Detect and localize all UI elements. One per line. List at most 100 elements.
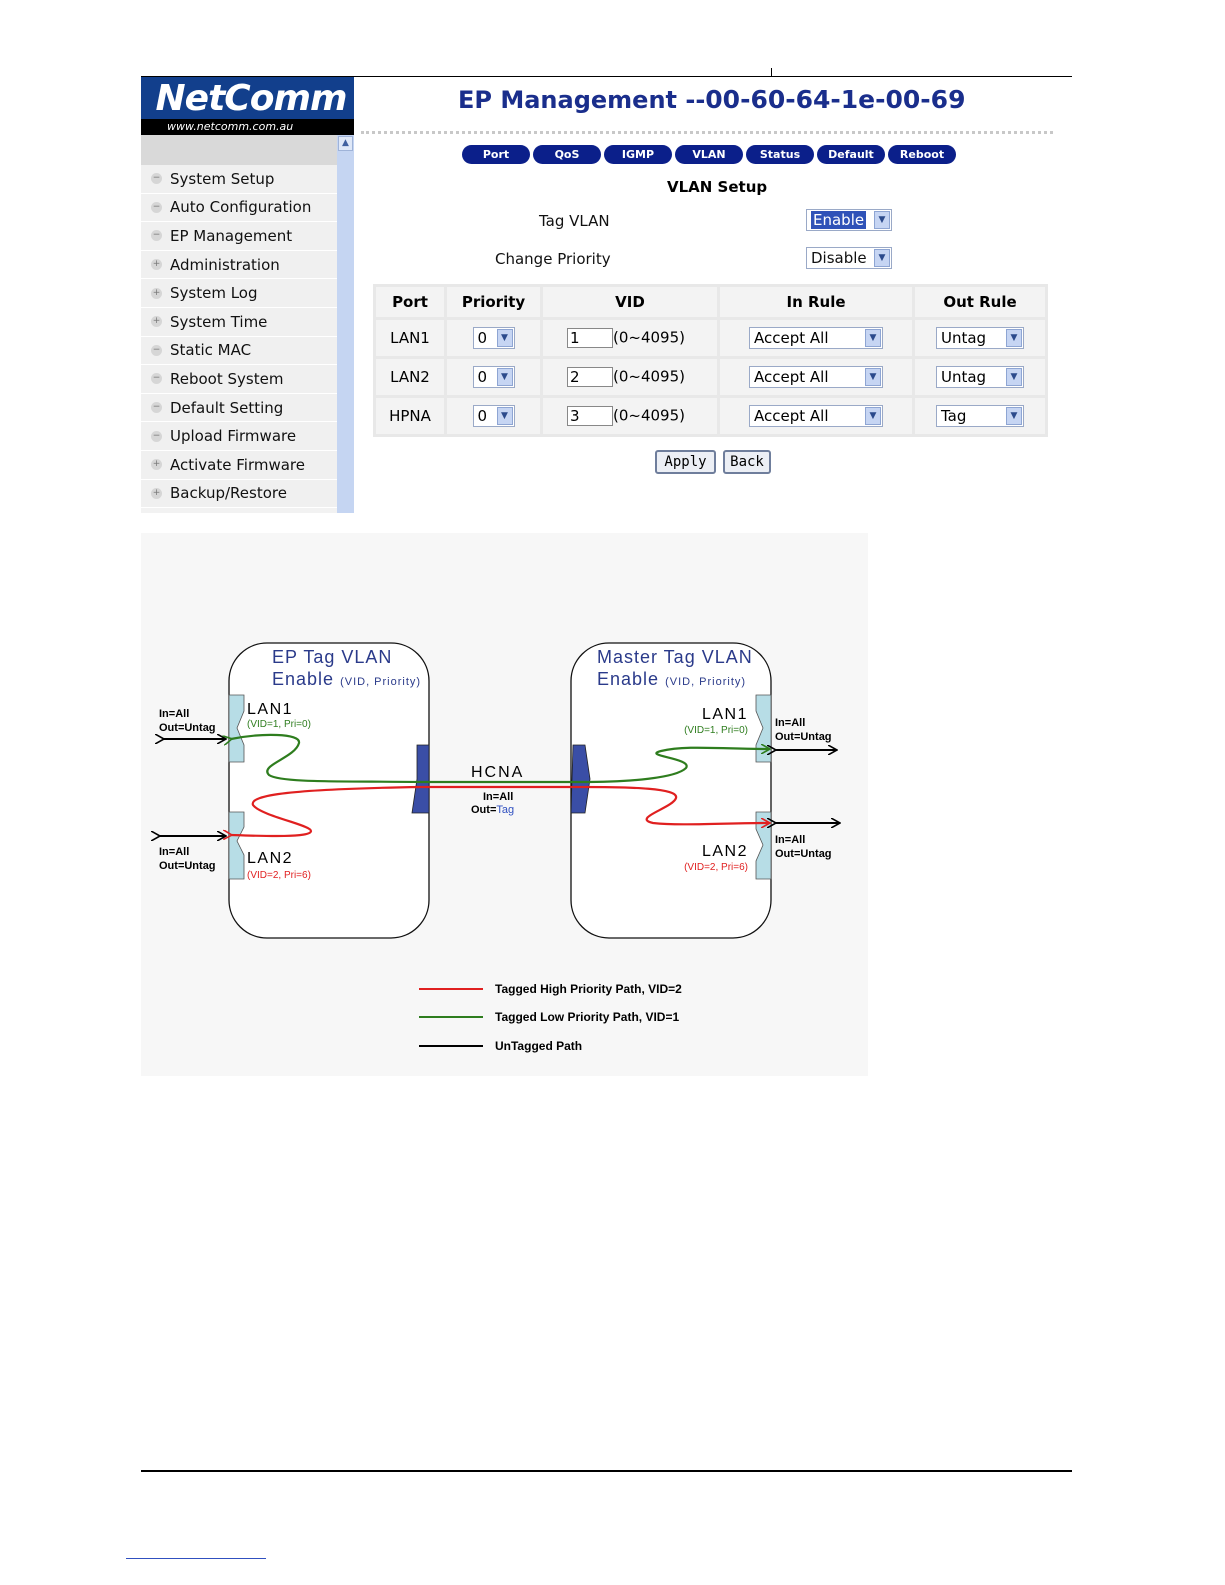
chevron-down-icon: ▼ [874, 249, 890, 267]
expand-icon: + [151, 487, 162, 499]
column-header-vid: VID [543, 287, 717, 317]
in-rule-cell: Accept All ▼ [720, 359, 912, 395]
out-rule-select[interactable]: Untag▼ [936, 327, 1024, 349]
sidebar-scrollbar[interactable]: ▲ [337, 135, 354, 513]
collapse-icon: − [151, 201, 162, 213]
tab-reboot[interactable]: Reboot [888, 145, 956, 164]
sidebar-item-activate-firmware[interactable]: +Activate Firmware [141, 450, 337, 480]
back-button[interactable]: Back [723, 450, 771, 474]
vid-range: (0~4095) [613, 406, 685, 425]
in-rule-value: Accept All [754, 407, 829, 425]
section-heading: VLAN Setup [667, 178, 768, 196]
in-rule-value: Accept All [754, 368, 829, 386]
vid-input[interactable]: 3 [567, 406, 613, 426]
tag-vlan-select[interactable]: Enable ▼ [806, 209, 892, 231]
sidebar-item-reboot-system[interactable]: −Reboot System [141, 365, 337, 394]
sidebar-item-default-setting[interactable]: −Default Setting [141, 393, 337, 423]
sidebar-item-system-log[interactable]: + System Log [141, 279, 337, 308]
sidebar-item-auto-configuration[interactable]: −Auto Configuration [141, 193, 337, 223]
tab-qos[interactable]: QoS [533, 145, 601, 164]
mac-address: 00-60-64-1e-00-69 [705, 85, 966, 114]
sidebar-item-administration[interactable]: + Administration [141, 250, 337, 280]
expand-icon: + [151, 287, 162, 299]
top-rule-tick [771, 68, 772, 77]
tab-port[interactable]: Port [462, 145, 530, 164]
out-rule-value: Untag [941, 368, 987, 386]
expand-icon: + [151, 259, 162, 271]
sidebar-item-label: Auto Configuration [170, 198, 312, 217]
tag-vlan-value: Enable [811, 211, 867, 229]
sidebar-item-upload-firmware[interactable]: −Upload Firmware [141, 422, 337, 451]
sidebar-item-label: Administration [170, 255, 280, 274]
legend-label-untagged: UnTagged Path [495, 1039, 582, 1053]
in-rule-cell: Accept All▼ [720, 398, 912, 434]
sidebar-item-label: Static MAC [170, 341, 252, 360]
sidebar-item-backup-restore[interactable]: +Backup/Restore [141, 479, 337, 509]
sidebar-item-system-time[interactable]: +System Time [141, 307, 337, 337]
in-rule-select[interactable]: Accept All▼ [749, 405, 883, 427]
hcna-out-label: Out=Tag [471, 804, 514, 816]
column-header-in-rule: In Rule [720, 287, 912, 317]
sidebar-header [141, 135, 337, 165]
tab-default[interactable]: Default [817, 145, 885, 164]
change-priority-select[interactable]: Disable ▼ [806, 247, 892, 269]
main-panel: EP Management --00-60-64-1e-00-69 Port Q… [354, 77, 1055, 513]
port-cell: LAN2 [376, 359, 444, 395]
vid-cell: 1(0~4095) [543, 320, 717, 356]
logo-brand: NetComm [155, 78, 348, 119]
table-header-row: Port Priority VID In Rule Out Rule [376, 287, 1045, 317]
chevron-down-icon: ▼ [496, 368, 513, 386]
ep-lan2-params: (VID=2, Pri=6) [247, 870, 311, 881]
vid-range: (0~4095) [613, 328, 685, 347]
vlan-diagram-svg: EP Tag VLAN Enable(VID, Priority) Master… [141, 642, 868, 1053]
priority-cell: 0▼ [447, 320, 540, 356]
low-priority-path [231, 733, 769, 784]
master-lan2-out-rule: Out=Untag [775, 848, 832, 860]
ep-lan2-out-rule: Out=Untag [159, 860, 216, 872]
chevron-down-icon: ▼ [1006, 329, 1022, 347]
master-box-subtitle: Enable(VID, Priority) [597, 669, 746, 689]
router-ui-screenshot: NetComm www.netcomm.com.au ▲ −System Set… [141, 77, 1055, 513]
priority-select[interactable]: 0▼ [472, 327, 515, 349]
tab-vlan[interactable]: VLAN [675, 145, 743, 164]
tab-status[interactable]: Status [746, 145, 814, 164]
sidebar-item-label: System Time [170, 312, 268, 331]
priority-value: 0 [477, 368, 488, 386]
ep-box-subtitle: Enable(VID, Priority) [272, 669, 421, 689]
chevron-down-icon: ▼ [865, 368, 881, 386]
scroll-up-icon[interactable]: ▲ [338, 136, 353, 151]
in-rule-cell: Accept All▼ [720, 320, 912, 356]
out-rule-select[interactable]: Untag ▼ [936, 366, 1024, 388]
bottom-rule [141, 1470, 1072, 1472]
vid-input[interactable]: 2 [567, 367, 613, 387]
top-rule [141, 76, 1072, 77]
apply-button[interactable]: Apply [655, 450, 716, 474]
ep-lan1-label: LAN1 [247, 701, 293, 718]
in-rule-select[interactable]: Accept All▼ [749, 327, 883, 349]
vid-input[interactable]: 1 [567, 328, 613, 348]
sidebar-item-system-setup[interactable]: −System Setup [141, 165, 337, 194]
sidebar-item-label: System Log [170, 284, 258, 303]
chevron-down-icon: ▼ [496, 329, 513, 347]
legend-label-low: Tagged Low Priority Path, VID=1 [495, 1010, 679, 1024]
change-priority-label: Change Priority [495, 250, 611, 268]
collapse-icon: − [151, 430, 162, 442]
in-rule-select[interactable]: Accept All ▼ [749, 366, 883, 388]
tab-igmp[interactable]: IGMP [604, 145, 672, 164]
logo-url: www.netcomm.com.au [141, 119, 354, 135]
vid-cell: 3(0~4095) [543, 398, 717, 434]
out-rule-select[interactable]: Tag▼ [936, 405, 1024, 427]
sidebar-item-label: Default Setting [170, 398, 284, 417]
sidebar-item-static-mac[interactable]: −Static MAC [141, 336, 337, 366]
table-row: LAN1 0▼ 1(0~4095) Accept All▼ Untag▼ [376, 320, 1045, 356]
sidebar-item-ep-management[interactable]: −EP Management [141, 222, 337, 251]
out-rule-cell: Untag ▼ [915, 359, 1045, 395]
netcomm-logo: NetComm www.netcomm.com.au [141, 77, 354, 135]
priority-select[interactable]: 0▼ [472, 366, 515, 388]
sidebar-item-label: Upload Firmware [170, 427, 297, 446]
sidebar: ▲ −System Setup −Auto Configuration −EP … [141, 135, 354, 513]
collapse-icon: − [151, 373, 162, 385]
chevron-down-icon: ▼ [1006, 368, 1022, 386]
collapse-icon: − [151, 230, 162, 242]
priority-select[interactable]: 0▼ [472, 405, 515, 427]
